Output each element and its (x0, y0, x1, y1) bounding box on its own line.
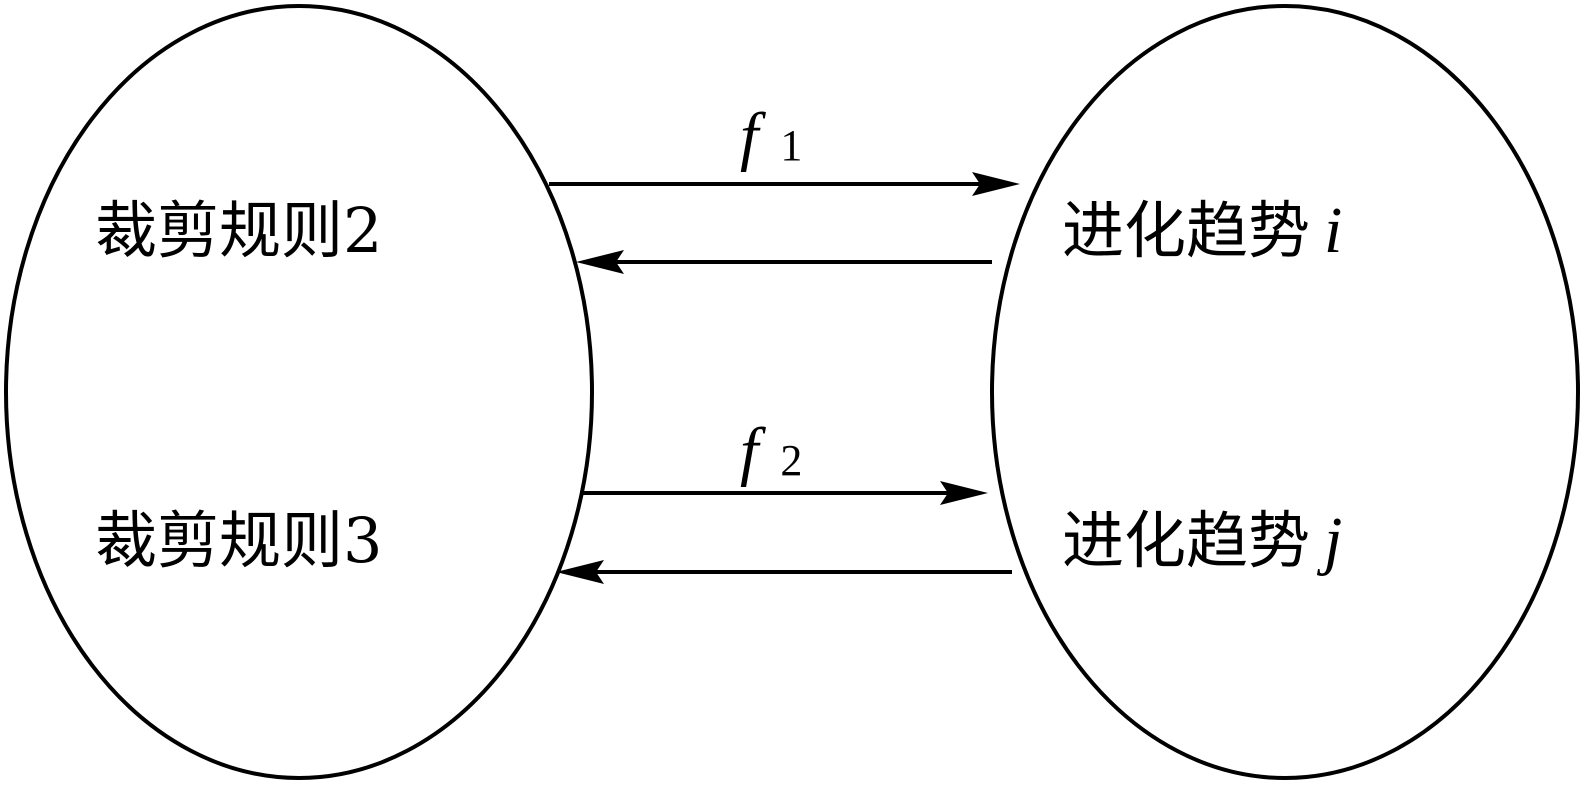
arrow-f2-forward-head (940, 481, 988, 505)
arrow-f2-return-head (556, 560, 604, 584)
rule-label-3: 裁剪规则3 (95, 504, 382, 577)
mapping-f1-subscript: 1 (780, 121, 802, 170)
rule-label-2: 裁剪规则2 (95, 194, 382, 267)
mapping-f1-symbol: f (740, 100, 766, 173)
mapping-f2-symbol: f (740, 415, 766, 488)
arrow-f1-return-head (576, 250, 624, 274)
trend-label-i-text: 进化趋势 (1062, 194, 1310, 267)
mapping-f2-subscript: 2 (780, 436, 802, 485)
trend-var-i: i (1324, 194, 1342, 267)
trend-label-j-text: 进化趋势 (1062, 504, 1310, 577)
rules-ellipse (4, 4, 594, 780)
arrow-f1-forward-head (972, 172, 1020, 196)
trends-ellipse (990, 4, 1580, 780)
